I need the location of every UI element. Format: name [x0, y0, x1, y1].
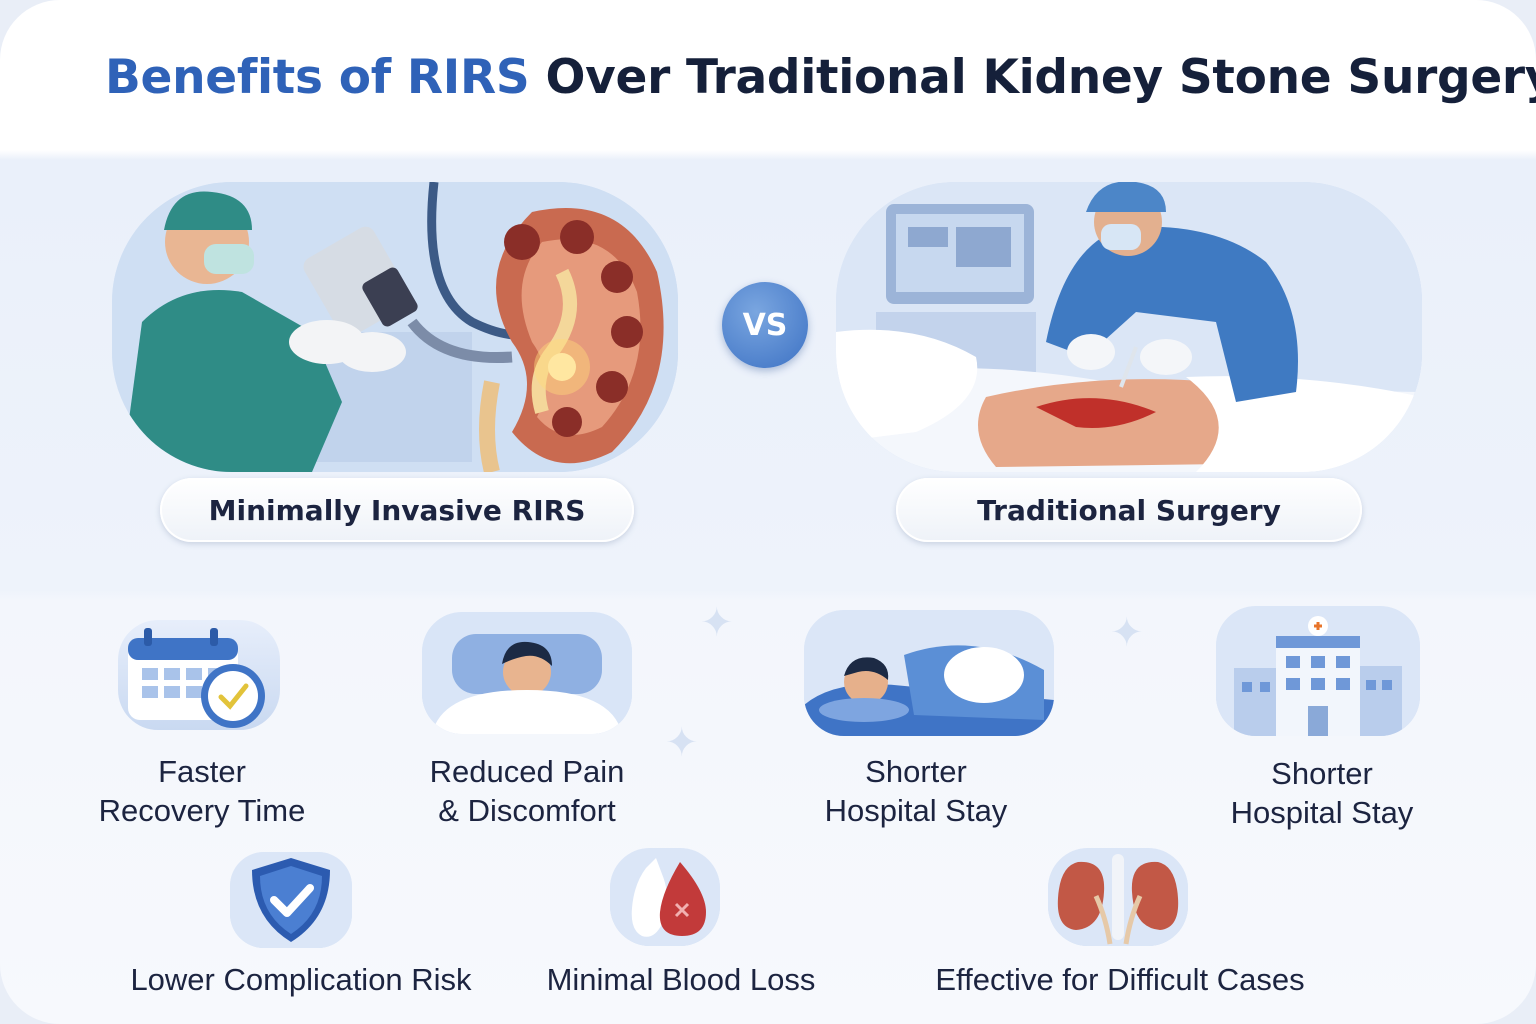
title-rest: Over Traditional Kidney Stone Surgery — [545, 50, 1536, 105]
calendar-clock-icon — [118, 620, 280, 730]
traditional-surgery-illustration — [836, 182, 1422, 472]
benefit-lower-complication: Lower Complication Risk — [130, 962, 472, 997]
blood-drop-icon — [610, 848, 720, 946]
benefit-line: & Discomfort — [438, 793, 616, 828]
benefit-faster-recovery: Faster Recovery Time — [84, 752, 320, 830]
resting-patient-icon — [422, 612, 632, 734]
benefit-shorter-stay-1: Shorter Hospital Stay — [800, 752, 1032, 830]
sleeping-patient-icon — [804, 610, 1054, 736]
traditional-surgery-label: Traditional Surgery — [896, 478, 1362, 542]
benefit-line: Recovery Time — [98, 793, 306, 828]
benefit-line: Faster — [158, 754, 246, 789]
sparkle-icon: ✦ — [700, 600, 734, 646]
title-accent: Benefits of RIRS — [105, 50, 530, 105]
benefit-reduced-pain: Reduced Pain & Discomfort — [404, 752, 650, 830]
sparkle-icon: ✦ — [1110, 610, 1144, 656]
benefit-difficult-cases: Effective for Difficult Cases — [935, 962, 1305, 997]
benefit-line: Hospital Stay — [1230, 795, 1414, 830]
benefit-line: Shorter — [865, 754, 967, 789]
benefit-shorter-stay-2: Shorter Hospital Stay — [1206, 754, 1438, 832]
page-title: Benefits of RIRS Over Traditional Kidney… — [105, 50, 1536, 105]
hospital-building-icon — [1216, 606, 1420, 736]
benefit-line: Shorter — [1271, 756, 1373, 791]
rirs-label: Minimally Invasive RIRS — [160, 478, 634, 542]
sparkle-icon: ✦ — [665, 720, 699, 766]
rirs-illustration — [112, 182, 678, 472]
shield-check-icon — [230, 852, 352, 948]
kidneys-icon — [1048, 848, 1188, 946]
benefit-line: Hospital Stay — [824, 793, 1008, 828]
benefit-minimal-blood-loss: Minimal Blood Loss — [546, 962, 816, 997]
benefit-line: Reduced Pain — [429, 754, 625, 789]
vs-badge: VS — [722, 282, 808, 368]
